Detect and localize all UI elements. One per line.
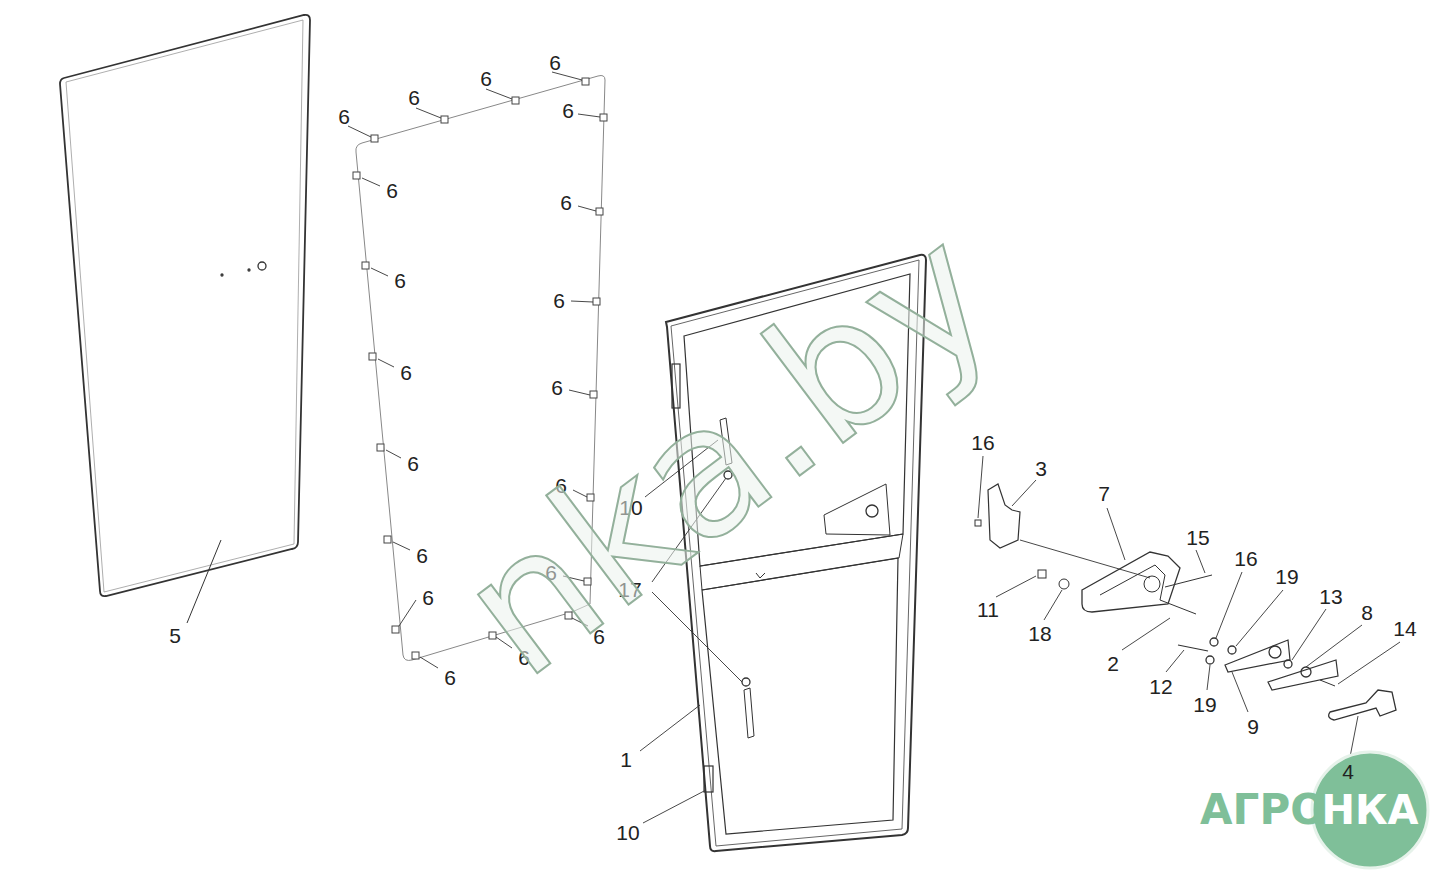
callout-number: 6 bbox=[553, 290, 565, 311]
callout-number: 6 bbox=[562, 100, 574, 121]
callout-number: 6 bbox=[551, 377, 563, 398]
callout-number: 18 bbox=[1028, 623, 1051, 644]
callout-number: 12 bbox=[1149, 676, 1172, 697]
callout-number: 10 bbox=[616, 822, 639, 843]
callout-number: 6 bbox=[400, 362, 412, 383]
callout-number: 1 bbox=[620, 749, 632, 770]
logo-text: НКА bbox=[1321, 790, 1418, 830]
callout-number: 6 bbox=[416, 545, 428, 566]
callout-number: 3 bbox=[1035, 458, 1047, 479]
callout-number: 7 bbox=[1098, 483, 1110, 504]
callout-number: 6 bbox=[560, 192, 572, 213]
callout-number: 13 bbox=[1319, 586, 1342, 607]
callout-number: 6 bbox=[394, 270, 406, 291]
watermark: nka.by bbox=[433, 199, 1023, 706]
callout-number: 19 bbox=[1193, 694, 1216, 715]
callout-number: 6 bbox=[408, 87, 420, 108]
callout-number: 11 bbox=[977, 599, 999, 620]
callout-number: 6 bbox=[407, 453, 419, 474]
callout-number: 14 bbox=[1393, 618, 1416, 639]
callout-number: 6 bbox=[444, 667, 456, 688]
callout-number: 8 bbox=[1361, 602, 1373, 623]
callout-number: 2 bbox=[1107, 653, 1119, 674]
callout-number: 6 bbox=[549, 52, 561, 73]
callout-number: 6 bbox=[422, 587, 434, 608]
callout-number: 16 bbox=[1234, 548, 1257, 569]
callout-number: 4 bbox=[1342, 761, 1354, 782]
callout-number: 5 bbox=[169, 625, 181, 646]
callout-number: 6 bbox=[480, 68, 492, 89]
callout-number: 6 bbox=[386, 180, 398, 201]
callout-number: 9 bbox=[1247, 716, 1259, 737]
callout-number: 15 bbox=[1186, 527, 1209, 548]
logo-text: АГРО bbox=[1200, 789, 1326, 831]
callout-number: 16 bbox=[971, 432, 994, 453]
callout-number: 6 bbox=[338, 106, 350, 127]
callout-number: 19 bbox=[1275, 566, 1298, 587]
